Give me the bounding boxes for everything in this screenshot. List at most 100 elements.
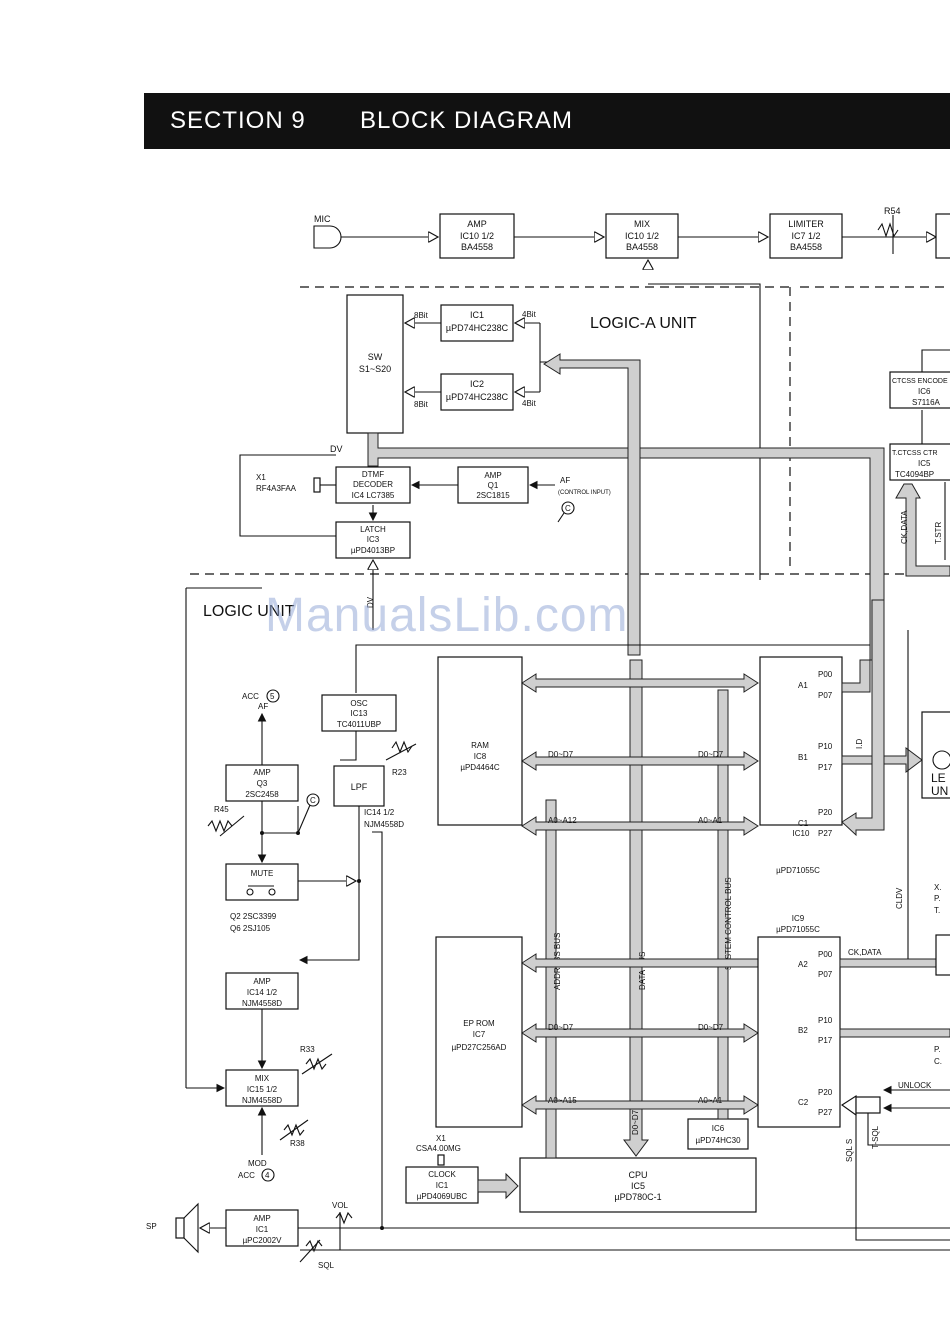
ic9-ppi-block: IC9 µPD71055C A2 P00 P07 B2 P10 P17 C2 P… (757, 914, 841, 1128)
svg-text:ACC: ACC (238, 1171, 255, 1180)
svg-text:VOL: VOL (332, 1201, 349, 1210)
svg-text:SP: SP (146, 1222, 157, 1231)
svg-text:IC1: IC1 (436, 1181, 449, 1190)
svg-text:T.CTCSS CTR: T.CTCSS CTR (892, 450, 938, 457)
sw-block: SW S1~S20 (346, 294, 404, 434)
svg-text:µPD4069UBC: µPD4069UBC (417, 1192, 468, 1201)
svg-text:D0~D7: D0~D7 (548, 1023, 574, 1032)
latch-block: LATCH IC3 µPD4013BP (335, 521, 411, 559)
data-bus (623, 659, 649, 1157)
svg-text:P07: P07 (818, 691, 833, 700)
svg-text:SW: SW (368, 352, 383, 362)
section-number: SECTION 9 (170, 107, 306, 134)
svg-text:IC10 1/2: IC10 1/2 (460, 231, 494, 241)
svg-text:S1~S20: S1~S20 (359, 364, 391, 374)
tctcss-control-block: T.CTCSS CTR IC5 TC4094BP (889, 443, 950, 481)
svg-text:DTMF: DTMF (362, 470, 384, 479)
svg-text:CK,DATA: CK,DATA (900, 510, 909, 544)
svg-text:Q2 2SC3399: Q2 2SC3399 (230, 912, 277, 921)
svg-text:RF4A3FAA: RF4A3FAA (256, 484, 297, 493)
svg-text:IC8: IC8 (474, 752, 487, 761)
svg-text:P.: P. (934, 1045, 941, 1054)
svg-text:EP ROM: EP ROM (463, 1019, 495, 1028)
svg-text:IC15 1/2: IC15 1/2 (247, 1085, 278, 1094)
svg-text:P10: P10 (818, 1016, 833, 1025)
svg-text:P27: P27 (818, 829, 833, 838)
c-marker-1 (561, 501, 575, 515)
svg-text:(CONTROL INPUT): (CONTROL INPUT) (558, 490, 611, 496)
svg-text:T.: T. (934, 906, 940, 915)
amp-q1-block: AMP Q1 2SC1815 (457, 466, 529, 504)
svg-text:BA4558: BA4558 (790, 242, 822, 252)
ic2-decoder-block: IC2 µPD74HC238C (440, 373, 514, 411)
svg-text:P07: P07 (818, 970, 833, 979)
speaker-icon: SP (146, 1202, 199, 1254)
svg-text:µPD780C-1: µPD780C-1 (614, 1192, 661, 1202)
led-unit-block: LE UN (921, 711, 950, 799)
svg-text:IC4 LC7385: IC4 LC7385 (352, 491, 395, 500)
svg-text:IC6: IC6 (712, 1124, 725, 1133)
dv-label-top: DV (330, 444, 343, 454)
svg-text:CLDV: CLDV (895, 887, 904, 909)
mic-label: MIC (314, 214, 331, 224)
limiter-block: LIMITER IC7 1/2 BA4558 (769, 213, 843, 259)
svg-text:µPD74HC238C: µPD74HC238C (446, 323, 509, 333)
amp-ic14-block: AMP IC14 1/2 NJM4558D (225, 972, 299, 1010)
svg-text:CTCSS ENCODE: CTCSS ENCODE (892, 378, 948, 385)
svg-text:SQL S: SQL S (845, 1139, 854, 1162)
svg-text:µPD4464C: µPD4464C (460, 763, 500, 772)
svg-text:C1: C1 (798, 819, 809, 828)
mix-ic15-block: MIX IC15 1/2 NJM4558D (225, 1069, 299, 1107)
r45-pot: R45 (207, 805, 245, 837)
svg-text:NJM4558D: NJM4558D (364, 820, 404, 829)
svg-text:Q1: Q1 (488, 481, 499, 490)
svg-text:A1: A1 (798, 681, 808, 690)
svg-text:T-SQL: T-SQL (871, 1125, 880, 1149)
ctcss-encoder-block: CTCSS ENCODE IC6 S7116A (889, 371, 950, 409)
svg-text:µPC2002V: µPC2002V (243, 1236, 283, 1245)
dtmf-decoder-block: DTMF DECODER IC4 LC7385 (335, 466, 411, 504)
section-header: SECTION 9 BLOCK DIAGRAM (144, 93, 950, 149)
svg-text:B2: B2 (798, 1026, 808, 1035)
amp-q3-block: AMP Q3 2SC2458 (225, 764, 299, 802)
svg-text:IC13: IC13 (351, 709, 368, 718)
svg-text:AMP: AMP (253, 768, 270, 777)
svg-text:NJM4558D: NJM4558D (242, 1096, 282, 1105)
cpu-block: CPU IC5 µPD780C-1 (519, 1157, 757, 1213)
ram-block: RAM IC8 µPD4464C (437, 656, 523, 826)
svg-text:MOD: MOD (248, 1159, 267, 1168)
mic-symbol: MIC (313, 214, 342, 249)
svg-text:BA4558: BA4558 (461, 242, 493, 252)
svg-text:Q6 2SJ105: Q6 2SJ105 (230, 924, 271, 933)
svg-text:UNLOCK: UNLOCK (898, 1081, 932, 1090)
svg-text:X1: X1 (436, 1134, 446, 1143)
svg-text:µPD74HC238C: µPD74HC238C (446, 392, 509, 402)
r38-pot: R38 (279, 1119, 309, 1148)
svg-text:LPF: LPF (351, 782, 368, 792)
svg-text:P00: P00 (818, 950, 833, 959)
svg-text:P00: P00 (818, 670, 833, 679)
svg-text:CSA4.00MG: CSA4.00MG (416, 1144, 461, 1153)
svg-text:4Bit: 4Bit (522, 399, 537, 408)
svg-text:4: 4 (265, 1171, 270, 1180)
svg-text:P20: P20 (818, 808, 833, 817)
svg-text:P17: P17 (818, 763, 833, 772)
svg-text:AMP: AMP (253, 977, 270, 986)
svg-text:IC9: IC9 (792, 914, 805, 923)
sql-pot: SQL (299, 1239, 335, 1270)
svg-text:AMP: AMP (484, 471, 501, 480)
svg-text:IC7: IC7 (473, 1030, 486, 1039)
svg-text:X1: X1 (256, 473, 266, 482)
svg-text:P.: P. (934, 894, 941, 903)
svg-text:BA4558: BA4558 (626, 242, 658, 252)
svg-text:UN: UN (931, 784, 948, 798)
svg-text:8Bit: 8Bit (414, 311, 429, 320)
svg-text:AF: AF (258, 702, 268, 711)
svg-text:SQL: SQL (318, 1261, 335, 1270)
svg-text:IC10: IC10 (793, 829, 810, 838)
eprom-block: EP ROM IC7 µPD27C256AD (435, 936, 523, 1128)
r23-pot (391, 740, 413, 754)
svg-text:AMP: AMP (253, 1214, 270, 1223)
svg-text:µPD74HC30: µPD74HC30 (695, 1136, 741, 1145)
